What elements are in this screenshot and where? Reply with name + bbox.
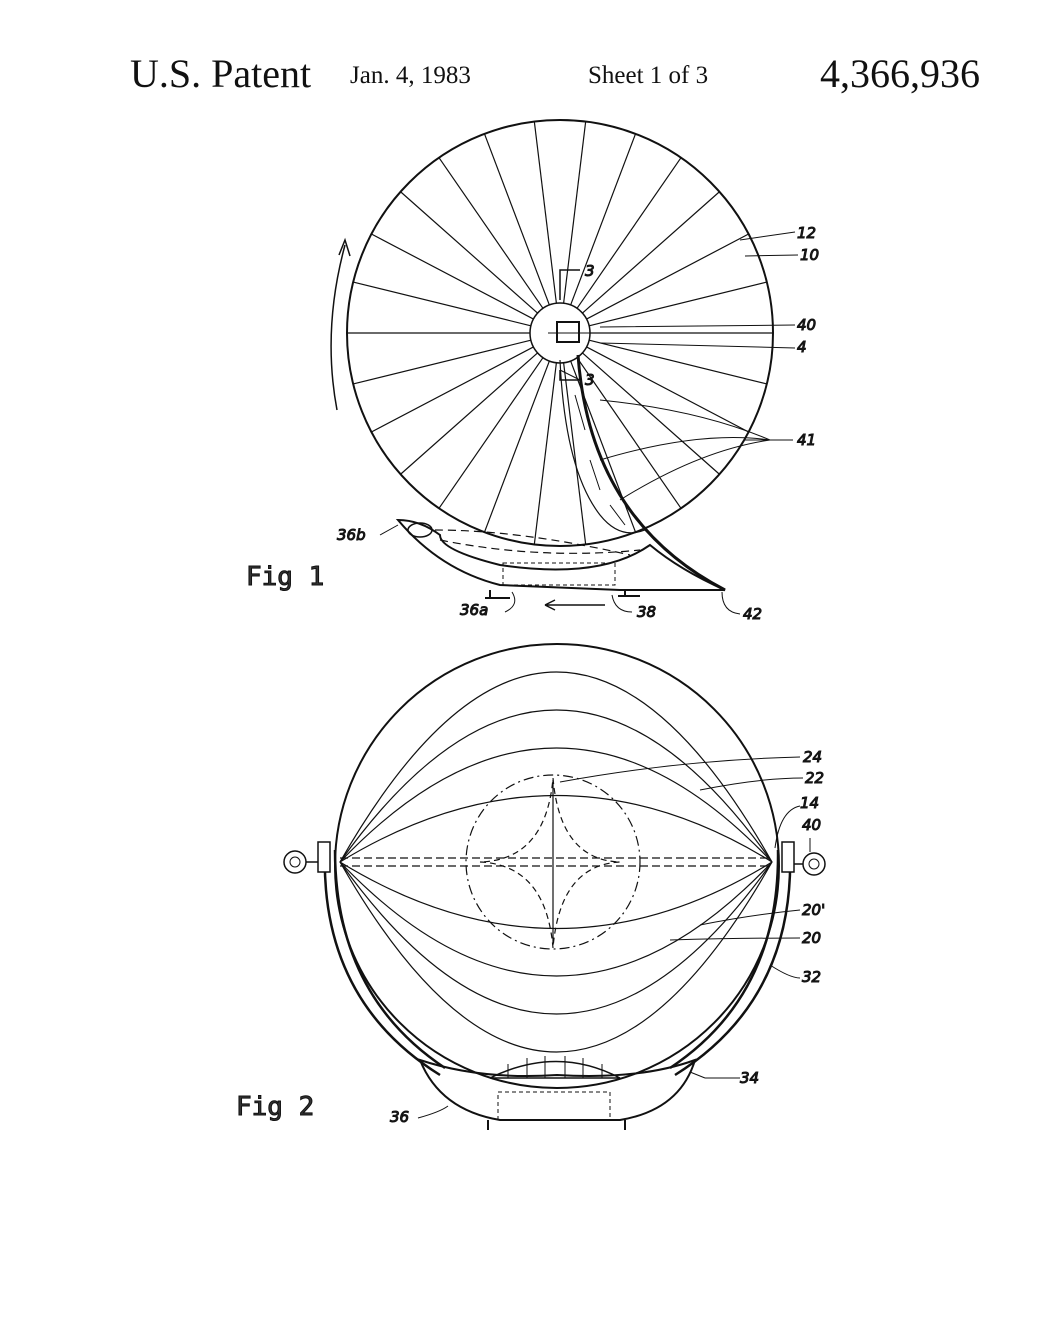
vehicle-base-36 — [418, 1058, 697, 1121]
patent-title: U.S. Patent — [130, 51, 312, 96]
direction-arrow — [544, 599, 605, 611]
label-36a: 36a — [460, 601, 488, 619]
figure-2: 24 22 14 40 20' 20 32 34 36 Fig 2 — [236, 643, 826, 1130]
spoke — [563, 362, 587, 545]
rotation-arrow — [330, 244, 346, 411]
label-24: 24 — [803, 748, 822, 766]
spoke — [371, 346, 534, 433]
label-38: 38 — [637, 603, 656, 621]
label-3-bottom: 3 — [585, 371, 595, 389]
label-34: 34 — [740, 1069, 759, 1087]
spoke — [576, 157, 682, 309]
spoke — [570, 133, 637, 306]
spoke — [586, 233, 749, 320]
meridian — [339, 671, 773, 863]
spoke — [533, 362, 557, 545]
spoke — [353, 281, 532, 327]
wheels — [485, 590, 640, 599]
label-3-top: 3 — [585, 262, 595, 280]
meridian — [339, 861, 773, 1053]
spoke — [533, 121, 557, 304]
window-36b — [407, 522, 433, 538]
meridian — [339, 709, 773, 863]
label-36b: 36b — [337, 526, 366, 544]
spoke — [588, 339, 767, 385]
fig1-caption: Fig 1 — [246, 562, 324, 592]
frame-32 — [323, 849, 792, 1077]
label-40: 40 — [797, 316, 816, 334]
wheel-spokes — [347, 121, 773, 545]
patent-number: 4,366,936 — [820, 51, 980, 96]
spoke — [483, 133, 550, 306]
label-20-prime: 20' — [802, 901, 825, 919]
label-22: 22 — [805, 769, 824, 787]
spoke — [588, 281, 767, 327]
control-panel — [489, 1060, 621, 1079]
spoke — [582, 352, 720, 475]
spoke — [586, 346, 749, 433]
wheel-40-right — [802, 852, 826, 876]
label-10: 10 — [800, 246, 819, 264]
vehicle-body — [395, 518, 726, 591]
spoke — [400, 352, 538, 475]
label-36: 36 — [390, 1108, 409, 1126]
figure-1: 12 10 40 4 41 3 3 36b 36a 38 42 Fig 1 — [246, 119, 820, 624]
support-tower — [576, 354, 726, 592]
fig2-caption: Fig 2 — [236, 1092, 314, 1122]
spoke — [576, 357, 682, 509]
spoke — [353, 339, 532, 385]
spoke — [582, 191, 720, 314]
meridian — [339, 747, 773, 863]
label-4: 4 — [797, 338, 807, 356]
label-32: 32 — [802, 968, 821, 986]
wheel-40-left — [283, 850, 307, 874]
spoke — [400, 191, 538, 314]
meridian — [339, 861, 773, 1015]
label-12: 12 — [797, 224, 816, 242]
label-41: 41 — [797, 431, 816, 449]
sheet-number: Sheet 1 of 3 — [588, 62, 709, 89]
spoke — [438, 357, 544, 509]
hub-axle — [556, 321, 580, 343]
label-42: 42 — [743, 605, 762, 623]
spoke — [371, 233, 534, 320]
inner-circle — [465, 774, 641, 950]
label-14: 14 — [800, 794, 819, 812]
spoke — [483, 360, 550, 533]
patent-date: Jan. 4, 1983 — [350, 62, 471, 89]
meridian — [339, 794, 773, 863]
meridian — [339, 861, 773, 930]
spoke — [563, 121, 587, 304]
sphere-meridians — [339, 671, 773, 1053]
axle — [340, 857, 772, 867]
spoke — [438, 157, 544, 309]
meridian — [339, 861, 773, 977]
label-20: 20 — [802, 929, 821, 947]
label-40: 40 — [802, 816, 821, 834]
